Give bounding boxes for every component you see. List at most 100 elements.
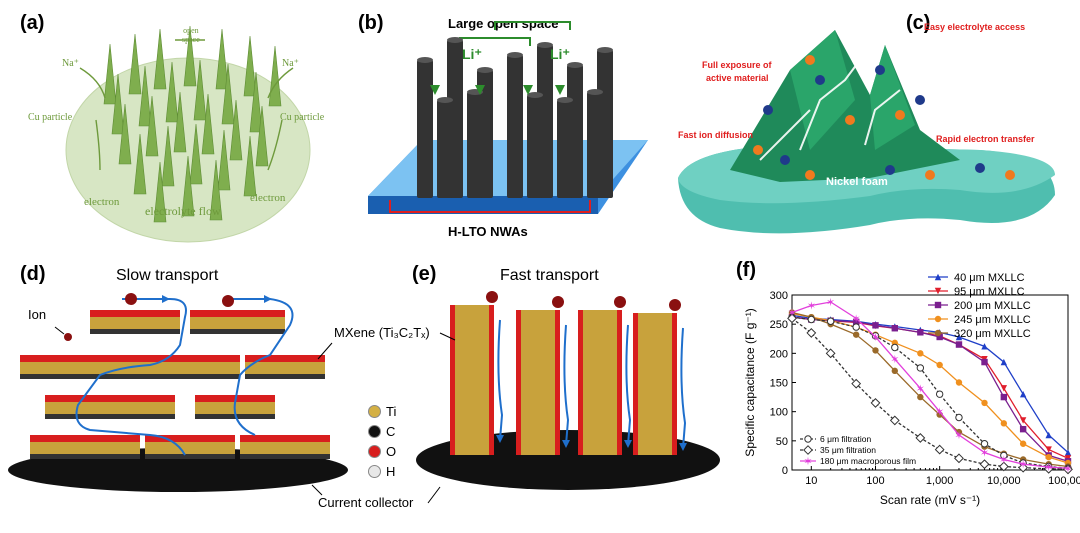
data-point (826, 317, 835, 325)
nanowire (587, 92, 603, 198)
legend-label: 200 μm MXLLC (954, 300, 1031, 312)
data-point (871, 332, 880, 340)
cu-cone (103, 43, 117, 105)
cu-cone (153, 161, 167, 223)
mxene-flake (45, 402, 175, 414)
ion-label: Ion (28, 307, 47, 322)
panel-d: (d) Slow transport Ion MXene (Ti₃C₂Tₓ) C… (0, 255, 430, 533)
data-point (955, 333, 963, 341)
ion-particle (753, 145, 763, 155)
ion-particle (975, 163, 985, 173)
legend-label: 320 μm MXLLC (954, 328, 1031, 340)
ion-particle (815, 75, 825, 85)
data-point (851, 378, 862, 389)
cu-cone (255, 105, 269, 167)
atom-swatch (368, 424, 381, 438)
data-point (825, 348, 836, 359)
mxene-flake (240, 442, 330, 454)
stacked-mxene-illustration (8, 293, 348, 496)
legend-label: 6 μm filtration (820, 434, 871, 444)
nanowire (557, 100, 573, 198)
data-point (936, 333, 943, 341)
data-point (1000, 393, 1008, 401)
nickel-foam-illustration (678, 30, 1055, 234)
data-point (1045, 453, 1052, 461)
mxene-flake (190, 317, 285, 329)
data-point (955, 341, 963, 348)
y-tick-label: 250 (770, 319, 788, 331)
fast-transport-title: Fast transport (500, 267, 599, 284)
x-tick-label: 10,000 (987, 475, 1021, 487)
ion-particle (885, 165, 895, 175)
data-point (1045, 446, 1052, 453)
cu-cone (243, 35, 257, 97)
ion-particle (780, 155, 790, 165)
data-point (998, 461, 1009, 472)
data-point (916, 364, 925, 372)
data-point (807, 315, 816, 324)
current-collector-label: Current collector (318, 495, 414, 510)
cu-cone (201, 93, 215, 155)
cu-cone (128, 33, 142, 95)
data-point: ✶ (935, 407, 944, 419)
data-point (934, 301, 942, 309)
data-point (1019, 390, 1027, 398)
mxene-pillar (578, 310, 622, 455)
cu-cone (138, 65, 152, 127)
mxene-flake (140, 362, 240, 374)
series-line (791, 301, 1069, 469)
open-space-label: open space (182, 26, 200, 44)
cu-cone (161, 125, 175, 187)
legend-label: 95 μm MXLLC (954, 286, 1025, 298)
x-tick-label: 100,000 (1048, 475, 1080, 487)
cu-cone (193, 59, 207, 121)
cu-cone (215, 28, 229, 90)
cu-cone (183, 25, 197, 87)
panel-c-label: (c) (906, 12, 931, 34)
data-point (980, 440, 989, 448)
easy-electrolyte-access-label: Easy electrolyte access (924, 22, 1026, 32)
nanowire (467, 92, 483, 198)
data-point (872, 322, 879, 329)
panel-e-label: (e) (412, 263, 437, 285)
data-point (804, 435, 812, 443)
nanowire-array-illustration (368, 21, 648, 214)
na-left-label: Na⁺ (62, 58, 79, 69)
full-exposure-label-1: Full exposure of (702, 60, 772, 70)
h-lto-nwas-caption: H-LTO NWAs (448, 224, 528, 239)
atom-legend-item: O (368, 441, 396, 461)
data-point: ✶ (980, 448, 989, 460)
data-point (806, 328, 817, 338)
data-point (1064, 449, 1072, 456)
na-right-label: Na⁺ (282, 58, 299, 69)
cu-cone-array-illustration (65, 25, 311, 243)
atom-legend-label: C (386, 423, 396, 439)
data-point: ✶ (916, 383, 925, 395)
mxene-label: MXene (Ti₃C₂Tₓ) (334, 325, 430, 340)
data-point (852, 318, 860, 326)
legend-label: 180 μm macroporous film (820, 456, 916, 466)
panel-d-label: (d) (20, 263, 46, 285)
ion-particle (805, 55, 815, 65)
data-point: ✶ (999, 455, 1008, 467)
data-point: ✶ (787, 308, 796, 320)
y-tick-label: 50 (776, 436, 788, 448)
mxene-pillar (516, 310, 560, 455)
mxene-flake (145, 442, 235, 454)
y-axis-label: Specific capacitance (F g⁻¹) (743, 308, 757, 456)
x-axis-label: Scan rate (mV s⁻¹) (880, 493, 980, 507)
legend-label: 40 μm MXLLC (954, 272, 1025, 284)
panel-a-label: (a) (20, 12, 45, 34)
cu-cone (145, 95, 159, 157)
ion-particle (915, 95, 925, 105)
cu-cone (189, 123, 203, 185)
y-tick-label: 0 (782, 465, 788, 477)
nanowire (507, 55, 523, 198)
vertical-mxene-illustration (416, 291, 720, 504)
ion-particle (1005, 170, 1015, 180)
data-point (1019, 425, 1027, 433)
data-point (870, 398, 881, 408)
ion-particle (925, 170, 935, 180)
y-tick-label: 200 (770, 348, 788, 360)
